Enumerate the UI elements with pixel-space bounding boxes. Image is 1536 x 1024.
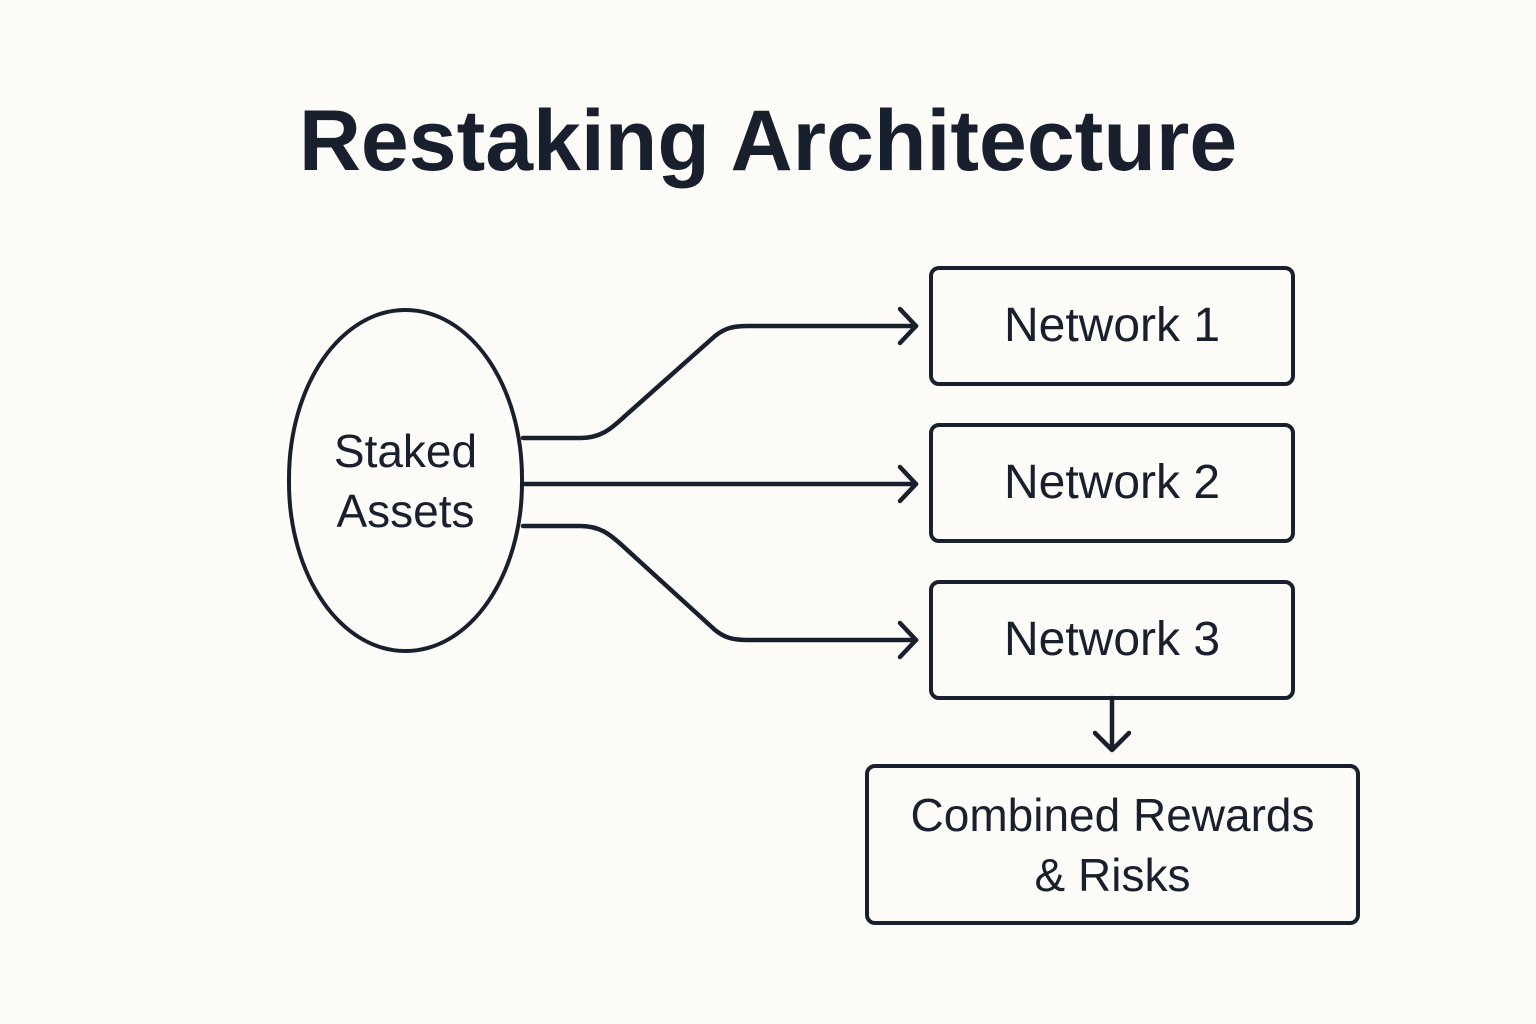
combined-rewards-line1: Combined Rewards xyxy=(910,788,1315,841)
combined-rewards-line2: & Risks xyxy=(1034,848,1191,901)
network-1-node: Network 1 xyxy=(929,266,1295,386)
network-2-node: Network 2 xyxy=(929,423,1295,543)
arrowhead-network-2 xyxy=(897,464,919,504)
arrowhead-network-3 xyxy=(897,620,919,660)
arrow-to-network-1 xyxy=(520,323,919,441)
network-3-node: Network 3 xyxy=(929,580,1295,700)
arrowhead-network-1 xyxy=(897,306,919,346)
arrow-to-network-3 xyxy=(520,523,919,643)
staked-assets-line1: Staked xyxy=(333,424,478,477)
staked-assets-line2: Assets xyxy=(336,484,475,537)
combined-rewards-node: Combined Rewards & Risks xyxy=(865,764,1360,925)
arrowhead-result xyxy=(1092,730,1132,753)
diagram-title: Restaking Architecture xyxy=(298,93,1238,189)
